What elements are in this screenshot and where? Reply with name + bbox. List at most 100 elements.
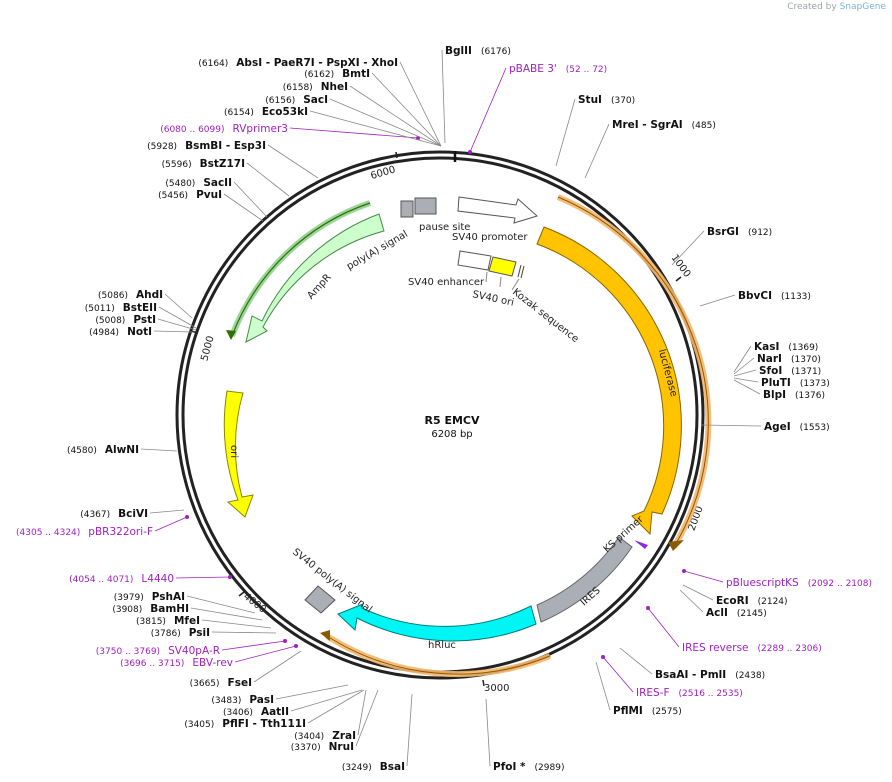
site-position: (4984) (89, 328, 119, 338)
feature-ori[interactable] (223, 390, 254, 518)
site-pbluescriptks[interactable]: pBluescriptKS(2092 .. 2108) (682, 569, 872, 589)
primer-binding-mark (294, 644, 298, 648)
site-label: (3249)BsaI (342, 761, 405, 773)
site-position: (3696 .. 3715) (120, 659, 184, 669)
site-label: PflMI(2575) (613, 705, 682, 717)
site-nari[interactable]: NarI(1370) (733, 353, 821, 375)
site-position: (4367) (80, 510, 110, 520)
site-name: PflMI (613, 705, 643, 717)
site-position: (2092 .. 2108) (808, 579, 872, 589)
site-bcivi[interactable]: (4367)BciVI (80, 508, 185, 520)
site-pfoi[interactable]: PfoI *(2989) (485, 698, 564, 773)
site-bsteii[interactable]: (5011)BstEII (85, 302, 197, 329)
site-name: BsrGI (707, 226, 739, 238)
site-noti[interactable]: (4984)NotI (89, 326, 194, 338)
site-bsaai[interactable]: BsaAI - PmlI(2438) (619, 647, 765, 681)
site-stui[interactable]: StuI(370) (555, 94, 635, 167)
site-label: (4580)AlwNI (67, 444, 139, 456)
site-position: (3815) (136, 617, 166, 627)
site-sacii[interactable]: (5480)SacII (165, 177, 268, 218)
site-iresf[interactable]: IRES-F(2516 .. 2535) (601, 655, 743, 699)
feature-sv40-enhancer[interactable] (457, 250, 492, 271)
site-sfoi[interactable]: SfoI(1371) (733, 365, 821, 377)
site-pbabe3[interactable]: pBABE 3'(52 .. 72) (468, 63, 607, 154)
site-blpi[interactable]: BlpI(1376) (733, 379, 825, 401)
primer-binding-mark (228, 575, 232, 579)
feature-hrluc[interactable] (337, 603, 537, 642)
site-plutii[interactable]: PluTI(1373) (733, 377, 830, 389)
site-name: PvuI (196, 189, 222, 201)
site-leader-line (733, 379, 761, 395)
feature-ires[interactable] (536, 536, 633, 623)
site-label: (4054 .. 4071)L4440 (69, 573, 174, 585)
site-mrei[interactable]: MreI - SgrAI(485) (584, 119, 716, 179)
site-name: PfoI * (493, 761, 526, 773)
site-psii[interactable]: (3786)PsiI (151, 627, 277, 639)
site-pshai[interactable]: (3979)PshAI (114, 591, 256, 614)
site-bsrgi[interactable]: BsrGI (912) (671, 226, 772, 266)
site-label: (4305 .. 4324)pBR322ori-F (16, 526, 153, 538)
site-bglii[interactable]: BglII(6176) (441, 45, 511, 144)
site-eco53ki[interactable]: (6154)Eco53kI (224, 106, 442, 147)
site-position: (1370) (791, 355, 821, 365)
feature-sv40-ori[interactable] (488, 256, 517, 277)
site-kasi[interactable]: KasI(1369) (733, 341, 818, 373)
site-position: (5008) (95, 316, 125, 326)
site-sv40par[interactable]: (3750 .. 3769)SV40pA-R (96, 639, 287, 657)
site-leader-line (153, 330, 194, 333)
watermark-brand: SnapGene (839, 2, 886, 12)
site-leader-line (309, 110, 442, 147)
site-label: BsaAI - PmlI(2438) (655, 669, 765, 681)
site-nrui[interactable]: (3370)NruI (291, 689, 379, 753)
site-psti[interactable]: (5008)PstI (95, 314, 197, 331)
site-acli[interactable]: AclI(2145) (679, 589, 767, 619)
site-ecori[interactable]: EcoRI(2124) (682, 584, 788, 607)
site-bstz17i[interactable]: (5596)BstZ17I (162, 158, 290, 197)
site-pvui[interactable]: (5456)PvuI (158, 189, 264, 222)
site-position: (3786) (151, 629, 181, 639)
feature-polya-signal[interactable] (400, 200, 414, 218)
site-fsei[interactable]: (3665)FseI (190, 650, 302, 689)
site-pasi[interactable]: (3483)PasI (211, 684, 349, 706)
feature-sv40-polya-label: SV40 poly(A) signal (290, 547, 374, 616)
site-saci[interactable]: (6156)SacI (265, 94, 442, 147)
site-l4440[interactable]: (4054 .. 4071)L4440 (69, 573, 232, 585)
feature-luciferase[interactable] (536, 226, 682, 536)
site-label: (6080 .. 6099)RVprimer3 (160, 123, 288, 135)
site-alwni[interactable]: (4580)AlwNI (67, 444, 178, 456)
site-name: BglII (445, 45, 472, 57)
site-position: (6080 .. 6099) (160, 125, 224, 135)
site-iresrev[interactable]: IRES reverse(2289 .. 2306) (646, 606, 822, 654)
site-agei[interactable]: AgeI(1553) (700, 421, 830, 433)
site-aatii[interactable]: (3406)AatII (223, 689, 363, 718)
site-label: (3405)PflFI - Tth111I (184, 718, 306, 730)
site-absi[interactable]: (6164)AbsI - PaeR7I - PspXI - XhoI (198, 57, 442, 147)
site-ahdi[interactable]: (5086)AhdI (98, 289, 193, 319)
site-leader-line (211, 631, 277, 634)
site-ebvrev[interactable]: (3696 .. 3715)EBV-rev (120, 644, 298, 669)
tick-5000: 5000 (199, 335, 216, 362)
site-name: AclI (706, 607, 728, 619)
site-position: (1553) (800, 423, 830, 433)
site-rvprimer3[interactable]: (6080 .. 6099)RVprimer3 (160, 123, 420, 140)
feature-sv40-promoter[interactable] (457, 196, 538, 224)
site-pflfi[interactable]: (3405)PflFI - Tth111I (184, 689, 365, 730)
site-mfei[interactable]: (3815)MfeI (136, 615, 272, 629)
site-zrai[interactable]: (3404)ZraI (294, 689, 367, 742)
feature-sv40-polya[interactable] (304, 585, 336, 614)
site-position: (912) (748, 228, 772, 238)
site-bsai[interactable]: (3249)BsaI (342, 693, 413, 773)
site-pflmi[interactable]: PflMI(2575) (595, 661, 682, 717)
site-nhei[interactable]: (6158)NheI (283, 81, 442, 147)
feature-ampr[interactable] (245, 213, 385, 343)
site-leader-line (307, 689, 365, 724)
feature-pause-site[interactable] (414, 197, 437, 215)
site-label: BsrGI (912) (707, 226, 772, 238)
site-label: (4984)NotI (89, 326, 152, 338)
site-bsmbi[interactable]: (5928)BsmBI - Esp3I (147, 140, 319, 179)
site-pbr322ori[interactable]: (4305 .. 4324)pBR322ori-F (16, 515, 189, 538)
site-bamhi[interactable]: (3908)BamHI (112, 603, 263, 621)
site-bbvci[interactable]: BbvCI(1133) (699, 290, 811, 307)
primer-binding-mark (646, 606, 650, 610)
site-bmti[interactable]: (6162)BmtI (304, 68, 442, 147)
